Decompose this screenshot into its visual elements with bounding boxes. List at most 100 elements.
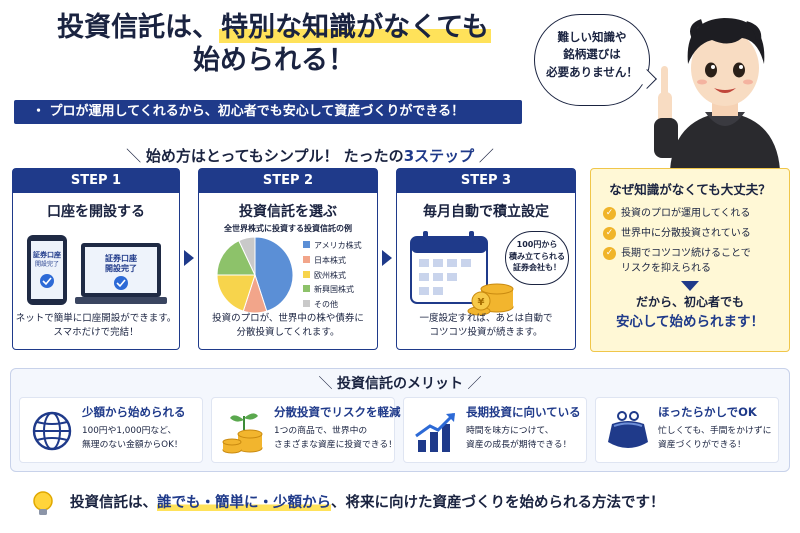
step-label: STEP 3	[397, 169, 575, 193]
svg-text:開設完了: 開設完了	[105, 263, 137, 273]
pie-legend: アメリカ株式日本株式欧州株式新興国株式その他	[303, 239, 362, 313]
check-icon: ✓	[603, 227, 616, 240]
steps-title: ＼ 始め方はとってもシンプル！ たったの3ステップ ／	[120, 145, 500, 166]
step-label: STEP 1	[13, 169, 179, 193]
check-icon: ✓	[603, 207, 616, 220]
step-description: 投資のプロが、世界中の株や債券に 分散投資してくれます。	[199, 312, 377, 341]
pie-slice-1	[254, 236, 294, 312]
character-illustration	[654, 18, 780, 170]
merit-heading: 分散投資でリスクを軽減	[274, 405, 401, 419]
footer-highlight: 誰でも・簡単に・少額から	[157, 495, 331, 511]
merit-description: 1つの商品で、世界中のさまざまな資産に投資できる！	[274, 426, 397, 451]
step-card-2: STEP 2 投資信託を選ぶ 全世界株式に投資する投資信託の例 アメリカ株式日本…	[198, 168, 378, 350]
svg-text:開設完了: 開設完了	[35, 260, 59, 268]
bubble-line2: 銘柄選びは	[563, 47, 621, 62]
merit-card: 少額から始められる 100円や1,000円など、無理のない金額からOK！	[19, 397, 203, 463]
why-item: ✓長期でコツコツ続けることでリスクを抑えられる	[603, 246, 777, 276]
pie-chart-title: 全世界株式に投資する投資信託の例	[224, 224, 352, 233]
why-conclusion-2: 安心して始められます！	[615, 314, 765, 330]
headline-part1: 投資信託は、	[57, 12, 220, 43]
step-title: 口座を開設する	[47, 204, 145, 220]
coins-sprout-icon	[222, 413, 263, 454]
subtitle-bar: ・ プロが運用してくれるから、初心者でも安心して資産づくりができる！	[14, 100, 522, 124]
why-item: ✓世界中に分散投資されている	[603, 226, 777, 241]
merit-card: 分散投資でリスクを軽減 1つの商品で、世界中のさまざまな資産に投資できる！	[211, 397, 401, 463]
merit-description: 100円や1,000円など、無理のない金額からOK！	[82, 426, 183, 451]
arrow-down-icon	[681, 281, 699, 291]
pie-slice-3	[216, 274, 256, 312]
merit-card: 長期投資に向いている 時間を味方につけて、資産の成長が期待できる！	[403, 397, 587, 463]
steps-title-count: 3ステップ	[403, 147, 475, 165]
why-title: なぜ知識がなくても大丈夫？	[609, 182, 771, 197]
speech-bubble: 難しい知識や 銘柄選びは 必要ありません！	[534, 14, 650, 106]
merit-description: 忙しくても、手間をかけずに資産づくりができる！	[658, 426, 772, 451]
merit-heading: 長期投資に向いている	[466, 405, 581, 419]
lightbulb-icon	[33, 491, 53, 515]
headline-line2: 始められる！	[193, 44, 355, 76]
pie-slice-4	[216, 239, 256, 276]
legend-item: その他	[303, 298, 362, 313]
merits-title: ＼ 投資信託のメリット ／	[318, 376, 482, 392]
slash-left-icon: ＼	[318, 376, 337, 392]
legend-swatch	[303, 241, 310, 248]
phone-laptop-icon: 証券口座 開設完了 証券口座 開設完了	[27, 235, 167, 305]
step3-bubble-line3: 証券会社も！	[513, 263, 561, 273]
svg-text:¥: ¥	[478, 297, 485, 308]
step-desc-line1: ネットで簡単に口座開設ができます。	[15, 312, 177, 324]
step3-bubble: 100円から 積み立てられる 証券会社も！	[505, 231, 569, 285]
headline-highlight: 特別な知識がなくても	[219, 12, 491, 43]
step-label: STEP 2	[199, 169, 377, 193]
step-title: 投資信託を選ぶ	[239, 204, 337, 220]
headline: 投資信託は、特別な知識がなくても 始められる！	[14, 12, 534, 78]
legend-swatch	[303, 270, 310, 278]
why-box: なぜ知識がなくても大丈夫？ ✓投資のプロが運用してくれる ✓世界中に分散投資され…	[590, 168, 790, 352]
pie-slice-5	[238, 236, 256, 276]
step3-bubble-line1: 100円から	[516, 240, 558, 249]
legend-item: 新興国株式	[303, 283, 362, 298]
merits-section: ＼ 投資信託のメリット ／ 少額から始められる 100円や1,000円など、無理…	[10, 368, 790, 472]
growth-chart-icon	[415, 412, 456, 452]
why-item: ✓投資のプロが運用してくれる	[603, 206, 777, 221]
legend-swatch	[303, 285, 310, 293]
step-description: ネットで簡単に口座開設ができます。 スマホだけで完結！	[13, 312, 179, 341]
legend-label: 日本株式	[314, 255, 346, 265]
pie-chart	[216, 236, 294, 314]
legend-label: その他	[314, 300, 338, 310]
svg-text:証券口座: 証券口座	[105, 253, 137, 263]
legend-swatch	[303, 255, 310, 263]
step-desc-line1: 投資のプロが、世界中の株や債券に	[212, 312, 364, 324]
step-title: 毎月自動で積立設定	[423, 204, 549, 220]
check-icon: ✓	[603, 247, 616, 260]
legend-item: アメリカ株式	[303, 239, 362, 254]
purse-icon	[608, 411, 648, 448]
legend-swatch	[303, 300, 310, 308]
arrow-right-icon	[184, 250, 194, 266]
step-desc-line1: 一度設定すれば、あとは自動で	[419, 312, 553, 324]
globe-icon	[32, 411, 72, 451]
legend-label: 欧州株式	[314, 270, 346, 280]
footer-message: 投資信託は、誰でも・簡単に・少額から、将来に向けた資産づくりを始められる方法です…	[30, 488, 770, 518]
slash-right-icon: ／	[474, 147, 494, 165]
legend-item: 日本株式	[303, 254, 362, 269]
legend-label: 新興国株式	[314, 285, 354, 295]
footer-text: 投資信託は、誰でも・簡単に・少額から、将来に向けた資産づくりを始められる方法です…	[70, 495, 665, 511]
bubble-line1: 難しい知識や	[557, 30, 627, 44]
merit-heading: 少額から始められる	[82, 405, 186, 419]
calendar-coins-icon: ¥	[410, 231, 514, 316]
step-desc-line2: 分散投資してくれます。	[236, 327, 340, 339]
slash-right-icon: ／	[463, 376, 482, 392]
svg-text:証券口座: 証券口座	[33, 250, 61, 259]
step-description: 一度設定すれば、あとは自動で コツコツ投資が続きます。	[397, 312, 575, 341]
merit-description: 時間を味方につけて、資産の成長が期待できる！	[466, 426, 572, 451]
step3-bubble-line2: 積み立てられる	[509, 251, 565, 261]
step-desc-line2: スマホだけで完結！	[53, 327, 139, 339]
steps-title-text: 始め方はとってもシンプル！ たったの	[145, 147, 404, 165]
merit-heading: ほったらかしでOK	[658, 405, 757, 419]
step-desc-line2: コツコツ投資が続きます。	[429, 327, 543, 339]
step-card-3: STEP 3 毎月自動で積立設定 ¥ 100円から 積み立てられる 証券会社も！…	[396, 168, 576, 350]
step-card-1: STEP 1 口座を開設する 証券口座 開設完了 証券口座 開設完了 ネットで簡…	[12, 168, 180, 350]
why-conclusion-1: だから、初心者でも	[635, 295, 744, 309]
arrow-right-icon	[382, 250, 392, 266]
slash-left-icon: ＼	[126, 147, 146, 165]
legend-label: アメリカ株式	[314, 241, 362, 250]
